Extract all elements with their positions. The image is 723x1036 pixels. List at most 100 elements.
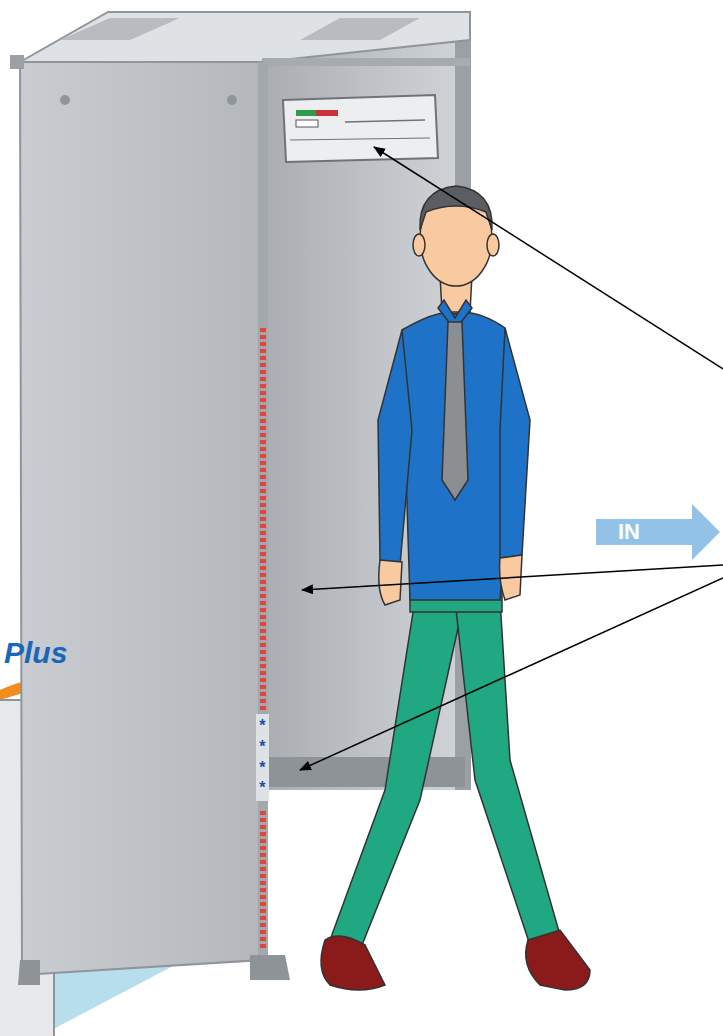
led-dot	[260, 895, 266, 899]
led-dot	[260, 692, 266, 696]
top-crossbar	[20, 12, 470, 62]
led-dot	[260, 657, 266, 661]
led-dot	[260, 559, 266, 563]
led-dot	[260, 636, 266, 640]
led-dot	[260, 650, 266, 654]
control-unit	[316, 110, 338, 116]
top-crossbar	[300, 18, 420, 40]
person	[378, 330, 412, 565]
led-dot	[260, 944, 266, 948]
led-dot	[260, 433, 266, 437]
led-dot	[260, 685, 266, 689]
left-panel	[250, 955, 290, 980]
left-panel	[20, 62, 262, 975]
person	[455, 600, 560, 945]
person	[442, 322, 468, 500]
led-dot	[260, 860, 266, 864]
direction-label: IN	[618, 519, 640, 545]
person	[321, 936, 385, 990]
led-dot	[260, 426, 266, 430]
left-panel	[60, 95, 70, 105]
person	[500, 328, 530, 558]
led-dot	[260, 587, 266, 591]
led-dot	[260, 489, 266, 493]
led-dot	[260, 461, 266, 465]
led-dot	[260, 853, 266, 857]
person	[330, 600, 462, 950]
led-dot	[260, 524, 266, 528]
led-dot	[260, 867, 266, 871]
control-unit	[296, 120, 318, 127]
led-dot	[260, 937, 266, 941]
led-dot	[260, 405, 266, 409]
led-dot	[260, 615, 266, 619]
control-unit	[296, 110, 316, 116]
left-panel	[10, 55, 24, 69]
left-panel	[10, 55, 290, 985]
led-dot	[260, 454, 266, 458]
led-dot	[260, 573, 266, 577]
arrow-shape	[596, 504, 720, 560]
left-panel	[18, 960, 40, 985]
led-dot	[260, 384, 266, 388]
control-unit	[290, 138, 430, 140]
led-dot	[260, 706, 266, 710]
led-dot	[260, 832, 266, 836]
led-dot	[260, 349, 266, 353]
led-dot	[260, 811, 266, 815]
led-dot	[260, 377, 266, 381]
led-dot	[260, 440, 266, 444]
led-dot	[260, 496, 266, 500]
led-dot	[260, 902, 266, 906]
led-dot	[260, 608, 266, 612]
led-dot	[260, 909, 266, 913]
direction-arrow: IN	[596, 504, 720, 560]
led-dot	[260, 356, 266, 360]
led-dot	[260, 391, 266, 395]
leader-lines	[302, 565, 723, 590]
led-dot	[260, 594, 266, 598]
person	[379, 560, 402, 605]
led-dot	[260, 923, 266, 927]
led-dot	[260, 622, 266, 626]
top-crossbar	[262, 58, 470, 66]
led-dot	[260, 363, 266, 367]
led-dot	[260, 412, 266, 416]
led-dot	[260, 398, 266, 402]
brand-logo: Plus	[4, 636, 67, 670]
led-dot	[260, 699, 266, 703]
led-dot	[260, 482, 266, 486]
led-dot	[260, 510, 266, 514]
top-crossbar	[60, 18, 180, 40]
leader-lines	[374, 147, 723, 372]
led-dot	[260, 629, 266, 633]
led-dot	[260, 825, 266, 829]
led-dot	[260, 447, 266, 451]
control-unit	[345, 120, 425, 122]
control-unit	[283, 95, 438, 162]
person	[487, 234, 499, 256]
right-panel	[265, 757, 465, 787]
led-dot	[260, 545, 266, 549]
led-dot	[260, 419, 266, 423]
led-dot	[260, 580, 266, 584]
led-dot	[260, 888, 266, 892]
led-dot	[260, 671, 266, 675]
left-panel	[227, 95, 237, 105]
arrow-shape	[596, 504, 720, 560]
led-dot	[260, 930, 266, 934]
led-dot	[260, 503, 266, 507]
led-dot	[260, 531, 266, 535]
person	[420, 186, 492, 230]
led-dot	[260, 818, 266, 822]
person	[526, 930, 590, 990]
led-dot	[260, 839, 266, 843]
led-dot	[260, 916, 266, 920]
left-panel	[258, 62, 268, 962]
led-dot	[260, 678, 266, 682]
led-dot	[260, 342, 266, 346]
person	[413, 234, 425, 256]
led-dot	[260, 475, 266, 479]
led-dot	[260, 335, 266, 339]
led-dot	[260, 664, 266, 668]
